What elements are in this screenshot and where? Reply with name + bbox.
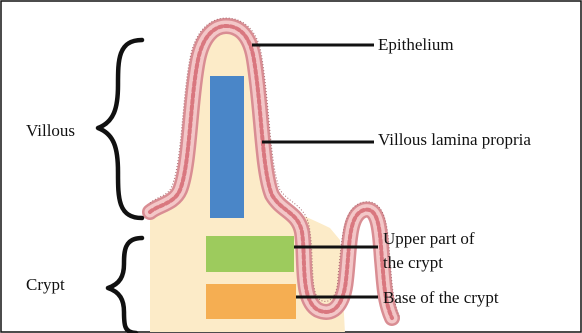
crypt-brace [108,238,142,333]
villous-label: Villous [26,121,75,141]
upper-crypt-label-line2: the crypt [383,253,443,273]
lamina-propria-label: Villous lamina propria [378,130,531,150]
upper-crypt-label-line1: Upper part of [383,229,475,249]
base-crypt-marker [206,284,296,319]
lamina-propria-marker [210,76,244,218]
upper-crypt-marker [206,236,294,272]
epithelium-label: Epithelium [378,35,454,55]
crypt-label: Crypt [26,275,65,295]
base-crypt-label: Base of the crypt [383,288,499,308]
villous-brace [98,40,142,218]
